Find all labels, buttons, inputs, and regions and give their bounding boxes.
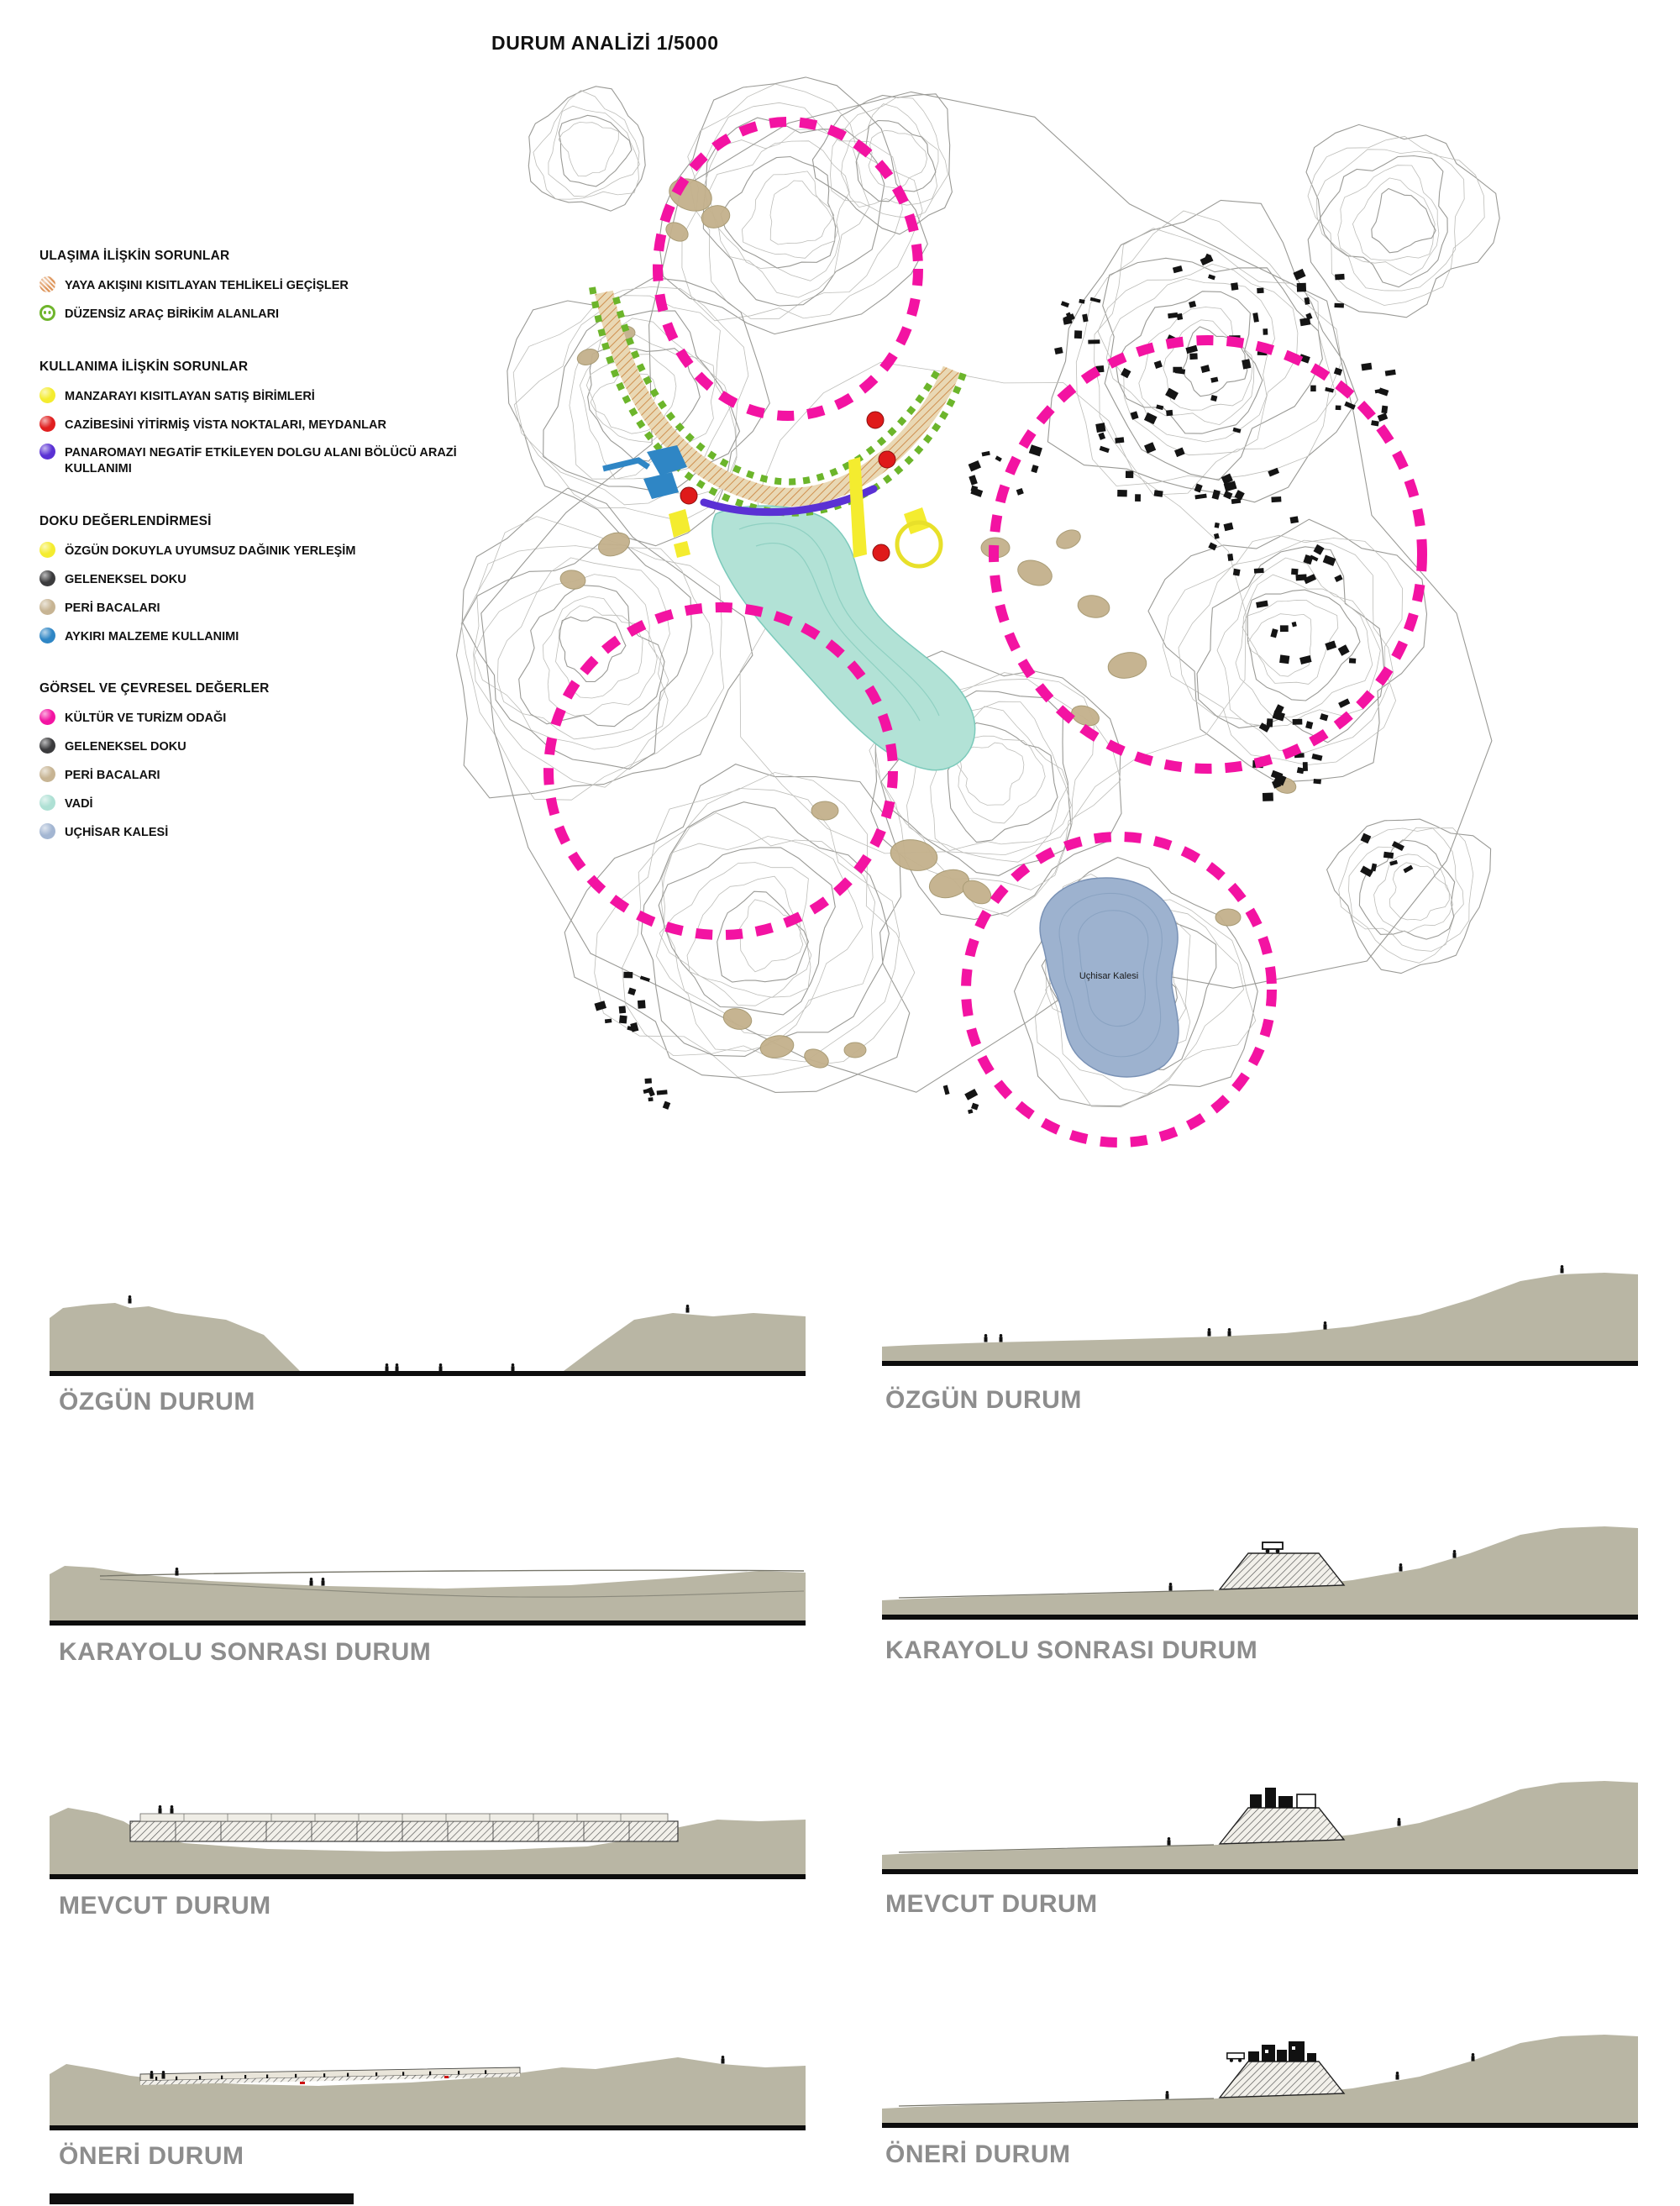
legend-item-label: CAZİBESİNİ YİTİRMİŞ VİSTA NOKTALARI, MEY… (65, 418, 386, 432)
legend-item: DÜZENSİZ ARAÇ BİRİKİM ALANLARI (39, 304, 464, 323)
legend-item-label: KÜLTÜR VE TURİZM ODAĞI (65, 712, 227, 726)
section-label: ÖNERİ DURUM (885, 2140, 1071, 2168)
legend-item-label: VADİ (65, 796, 93, 811)
legend-item-label: ÖZGÜN DOKUYLA UYUMSUZ DAĞINIK YERLEŞİM (65, 544, 356, 559)
section-drawing-right-original (882, 1256, 1638, 1373)
legend-section-values: GÖRSEL VE ÇEVRESEL DEĞERLER KÜLTÜR VE TU… (39, 681, 464, 840)
site-analysis-map: Uçhisar Kalesi (455, 76, 1500, 1148)
legend-item-label: GELENEKSEL DOKU (65, 572, 186, 586)
color-dot-icon (39, 766, 55, 783)
legend-item: PERİ BACALARI (39, 766, 464, 784)
section-drawing-right-proposal (882, 2018, 1638, 2135)
legend-heading: DOKU DEĞERLENDİRMESİ (39, 514, 212, 529)
scale-bar (50, 2193, 354, 2204)
legend-item: ÖZGÜN DOKUYLA UYUMSUZ DAĞINIK YERLEŞİM (39, 542, 464, 559)
section-label: ÖNERİ DURUM (59, 2142, 244, 2170)
legend-item: KÜLTÜR VE TURİZM ODAĞI (39, 709, 464, 727)
legend-item: AYKIRI MALZEME KULLANIMI (39, 627, 464, 645)
tourism-focus-circles (543, 117, 1427, 1148)
legend-item: YAYA AKIŞINI KISITLAYAN TEHLİKELİ GEÇİŞL… (39, 276, 464, 294)
legend-heading: ULAŞIMA İLİŞKİN SORUNLAR (39, 249, 230, 263)
legend-item: GELENEKSEL DOKU (39, 570, 464, 588)
lost-vista-points (680, 411, 896, 562)
color-dot-icon (39, 542, 55, 559)
view-blocking-sales-units (669, 457, 943, 569)
section-label: ÖZGÜN DURUM (885, 1386, 1082, 1414)
color-dot-icon (39, 598, 55, 615)
section-drawing-right-current (882, 1764, 1638, 1882)
legend-item-label: UÇHİSAR KALESİ (65, 825, 169, 839)
color-dot-icon (39, 738, 55, 754)
legend-item-label: AYKIRI MALZEME KULLANIMI (65, 629, 239, 643)
color-dot-icon (39, 386, 55, 403)
legend: ULAŞIMA İLİŞKİN SORUNLAR YAYA AKIŞINI KI… (39, 249, 464, 878)
legend-section-transport: ULAŞIMA İLİŞKİN SORUNLAR YAYA AKIŞINI KI… (39, 249, 464, 323)
page-title: DURUM ANALİZİ 1/5000 (491, 32, 719, 54)
valley-area (711, 505, 976, 771)
color-dot-icon (39, 822, 55, 839)
section-drawing-left-after-highway (50, 1515, 806, 1633)
dangerous-crossing-band (595, 290, 961, 507)
legend-heading: GÖRSEL VE ÇEVRESEL DEĞERLER (39, 681, 270, 696)
section-label: MEVCUT DURUM (59, 1892, 271, 1920)
legend-item-label: YAYA AKIŞINI KISITLAYAN TEHLİKELİ GEÇİŞL… (65, 279, 349, 292)
incompatible-material-areas (602, 445, 687, 499)
section-label: KARAYOLU SONRASI DURUM (885, 1636, 1258, 1664)
legend-item: MANZARAYI KISITLAYAN SATIŞ BİRİMLERİ (39, 386, 464, 405)
hatched-dot-icon (39, 276, 55, 292)
legend-item: GELENEKSEL DOKU (39, 738, 464, 755)
castle-area: Uçhisar Kalesi (1039, 877, 1179, 1078)
color-dot-icon (39, 444, 55, 460)
color-dot-icon (39, 794, 55, 811)
legend-section-usage: KULLANIMA İLİŞKİN SORUNLAR MANZARAYI KIS… (39, 360, 464, 477)
legend-item: UÇHİSAR KALESİ (39, 822, 464, 841)
section-label: KARAYOLU SONRASI DURUM (59, 1638, 432, 1666)
color-dot-icon (39, 415, 55, 432)
section-label: MEVCUT DURUM (885, 1890, 1098, 1918)
legend-item: CAZİBESİNİ YİTİRMİŞ VİSTA NOKTALARI, MEY… (39, 415, 464, 433)
legend-item: PERİ BACALARI (39, 598, 464, 617)
legend-item-label: MANZARAYI KISITLAYAN SATIŞ BİRİMLERİ (65, 389, 315, 403)
castle-label: Uçhisar Kalesi (1079, 971, 1138, 981)
parking-dotted-line-outer (589, 286, 967, 517)
legend-section-texture: DOKU DEĞERLENDİRMESİ ÖZGÜN DOKUYLA UYUMS… (39, 514, 464, 644)
section-drawing-left-original (50, 1266, 806, 1384)
legend-heading: KULLANIMA İLİŞKİN SORUNLAR (39, 359, 249, 374)
legend-item: VADİ (39, 794, 464, 812)
legend-item-label: PANAROMAYI NEGATİF ETKİLEYEN DOLGU ALANI… (65, 446, 457, 476)
legend-item-label: GELENEKSEL DOKU (65, 740, 186, 754)
color-dot-icon (39, 627, 55, 643)
section-label: ÖZGÜN DURUM (59, 1388, 255, 1416)
legend-item: PANAROMAYI NEGATİF ETKİLEYEN DOLGU ALANI… (39, 444, 464, 477)
legend-item-label: DÜZENSİZ ARAÇ BİRİKİM ALANLARI (65, 307, 280, 321)
section-drawing-right-after-highway (882, 1510, 1638, 1627)
color-dot-icon (39, 570, 55, 586)
section-drawing-left-proposal (50, 2020, 806, 2138)
legend-item-label: PERİ BACALARI (65, 601, 160, 615)
contour-lines (455, 76, 1500, 1108)
color-dot-icon (39, 709, 55, 726)
ring-dot-icon (39, 304, 55, 321)
parking-dotted-line-inner (612, 296, 943, 486)
legend-item-label: PERİ BACALARI (65, 769, 160, 783)
section-drawing-left-current (50, 1769, 806, 1887)
